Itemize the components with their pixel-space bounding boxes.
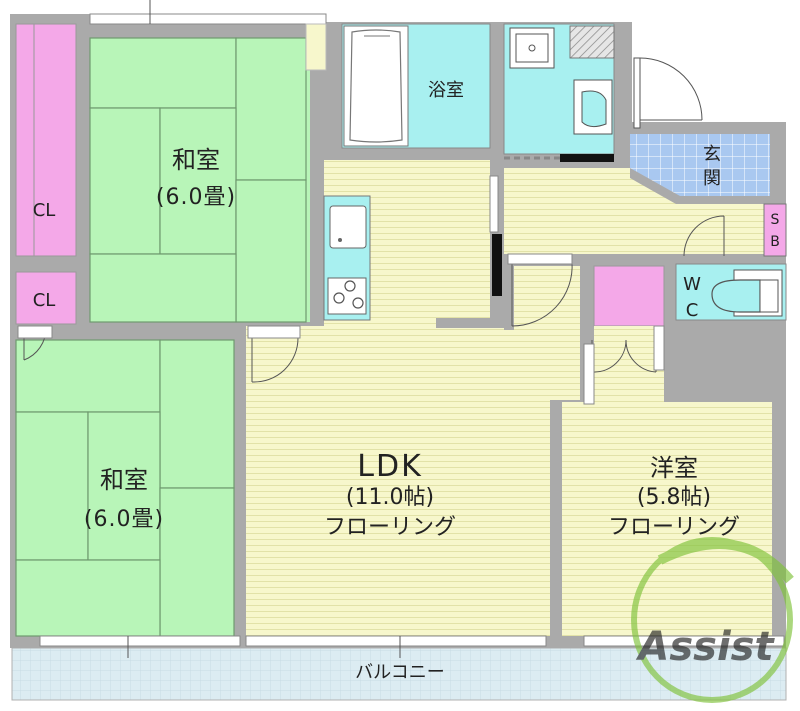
toilet-label-1: W — [683, 274, 701, 295]
washitsu-top-size: (6.0畳) — [156, 185, 236, 210]
shoe-box — [763, 203, 787, 257]
yoshitsu-name: 洋室 — [650, 454, 698, 482]
entrance-label-2: 関 — [703, 168, 721, 189]
yoshitsu-closet — [593, 265, 665, 327]
toilet-room — [675, 263, 787, 321]
bath-name: 浴室 — [428, 80, 464, 101]
yoshitsu-floor-type: フローリング — [608, 515, 740, 540]
washitsu-bottom-size: (6.0畳) — [84, 507, 164, 532]
yoshitsu-size: (5.8帖) — [637, 485, 711, 510]
door-swings — [17, 175, 665, 405]
washitsu-bottom-name: 和室 — [100, 466, 148, 494]
washitsu-top-room — [89, 37, 310, 323]
entrance — [630, 57, 770, 196]
balcony-label: バルコニー — [355, 662, 445, 683]
shoebox-label-2: B — [770, 234, 780, 250]
closet-small-label: CL — [33, 290, 56, 311]
bathroom — [341, 23, 491, 149]
toilet-label-2: C — [686, 300, 699, 321]
entrance-label-1: 玄 — [703, 144, 721, 165]
washroom — [503, 23, 615, 162]
ldk-size: (11.0帖) — [346, 485, 434, 510]
assist-logo: Assist — [631, 537, 794, 703]
washitsu-top-name: 和室 — [172, 146, 220, 174]
balcony-windows — [39, 635, 785, 658]
shoebox-label-1: S — [771, 212, 780, 228]
logo-text: Assist — [635, 624, 775, 670]
ldk-name: LDK — [357, 449, 423, 484]
ldk-floor — [246, 160, 770, 636]
kitchen-sink — [329, 205, 367, 249]
closet-top-label: CL — [33, 200, 56, 221]
yoshitsu-floor — [562, 402, 772, 636]
ldk-floor-type: フローリング — [324, 515, 456, 540]
washitsu-bottom-room — [15, 339, 235, 637]
closet-small — [15, 271, 77, 325]
stove — [327, 277, 367, 315]
